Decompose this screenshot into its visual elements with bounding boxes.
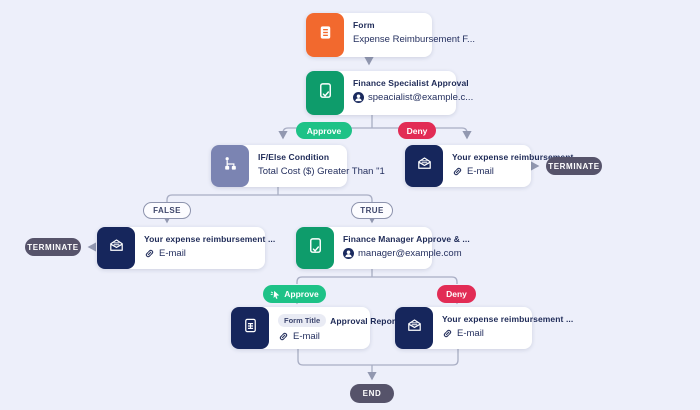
branch-true-pill[interactable]: TRUE [351, 202, 393, 219]
condition-text: Total Cost ($) Greater Than "1 [258, 166, 385, 177]
report-icon [241, 316, 260, 340]
email-icon [415, 154, 434, 178]
node-deny-email-bottom[interactable]: Your expense reimbursement ... E-mail [395, 307, 574, 349]
node-title: Approval Report [330, 315, 399, 326]
assignee-email: manager@example.com [358, 248, 462, 259]
branch-label: TRUE [360, 206, 384, 215]
email-icon [107, 236, 126, 260]
node-title: Your expense reimbursement ... [144, 234, 276, 244]
branch-label: Approve [284, 289, 319, 299]
link-icon [278, 331, 289, 342]
end-label: END [362, 389, 382, 398]
node-title: Finance Specialist Approval [353, 78, 469, 88]
channel-label: E-mail [293, 331, 320, 342]
link-icon [442, 328, 453, 339]
form-icon [316, 23, 335, 47]
channel-label: E-mail [457, 328, 484, 339]
link-icon [144, 248, 155, 259]
branch-condition-icon [221, 154, 240, 178]
assignee-email: speacialist@example.c... [368, 92, 474, 103]
terminate-label: TERMINATE [27, 242, 79, 252]
form-title-badge: Form Title [278, 314, 327, 327]
person-icon [343, 248, 354, 259]
branch-label: FALSE [153, 206, 181, 215]
terminate-pill-left: TERMINATE [25, 238, 81, 256]
channel-label: E-mail [467, 166, 494, 177]
branch-approve-pill-bottom[interactable]: Approve [263, 285, 326, 303]
link-icon [452, 166, 463, 177]
branch-false-pill[interactable]: FALSE [143, 202, 191, 219]
branch-label: Deny [446, 289, 467, 299]
cursor-icon [270, 289, 281, 300]
node-title: Your expense reimbursement ... [452, 152, 584, 162]
branch-label: Deny [406, 125, 428, 136]
node-false-email[interactable]: Your expense reimbursement ... E-mail [97, 227, 276, 269]
terminate-pill-top: TERMINATE [546, 157, 602, 175]
person-icon [353, 92, 364, 103]
node-title: Your expense reimbursement ... [442, 314, 574, 324]
node-finance-manager-approval[interactable]: Finance Manager Approve & ... manager@ex… [296, 227, 470, 269]
channel-label: E-mail [159, 248, 186, 259]
branch-label: Approve [306, 125, 342, 136]
node-title: Finance Manager Approve & ... [343, 234, 470, 244]
node-deny-email-top[interactable]: Your expense reimbursement ... E-mail [405, 145, 584, 187]
end-pill: END [350, 384, 394, 403]
email-icon [405, 316, 424, 340]
node-finance-specialist-approval[interactable]: Finance Specialist Approval speacialist@… [306, 71, 473, 115]
node-approval-report-email[interactable]: Form Title Approval Report E-mail [231, 307, 398, 349]
node-form[interactable]: Form Expense Reimbursement F... [306, 13, 475, 57]
branch-approve-pill[interactable]: Approve [296, 122, 352, 139]
terminate-label: TERMINATE [548, 161, 600, 171]
node-title: IF/Else Condition [258, 152, 330, 162]
node-ifelse-condition[interactable]: IF/Else Condition Total Cost ($) Greater… [211, 145, 385, 187]
node-title: Form [353, 20, 375, 30]
node-subtitle: Expense Reimbursement F... [353, 34, 475, 45]
approval-icon [316, 81, 335, 105]
approval-icon [306, 236, 325, 260]
branch-deny-pill[interactable]: Deny [398, 122, 436, 139]
branch-deny-pill-bottom[interactable]: Deny [437, 285, 476, 303]
